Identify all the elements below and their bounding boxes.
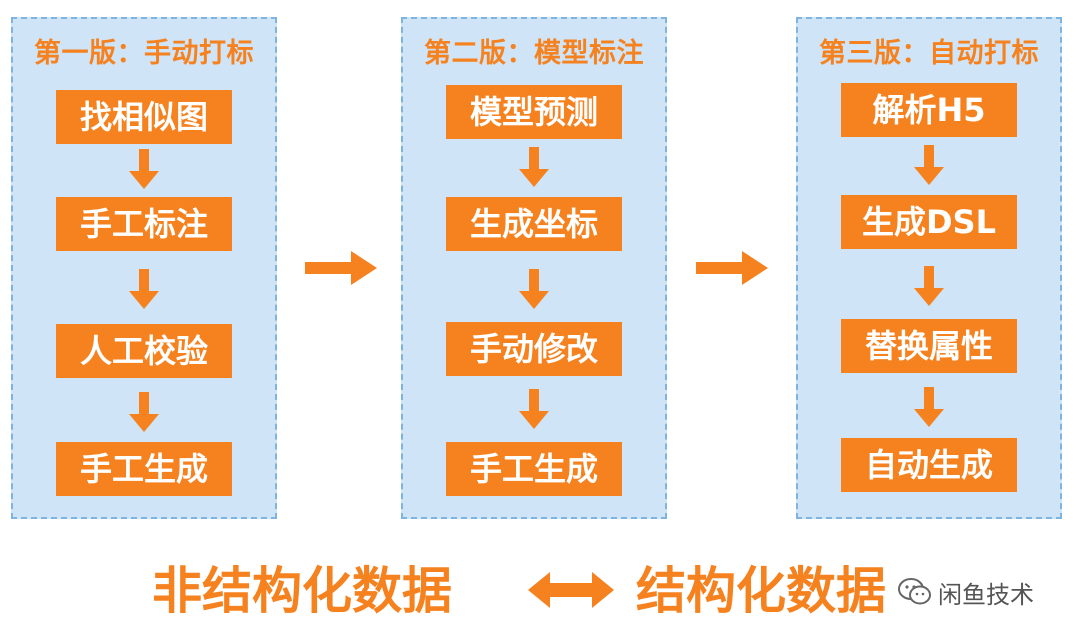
panel-version-2: 第二版：模型标注 模型预测 生成坐标 手动修改 手工生成 <box>401 17 667 519</box>
down-arrow-icon <box>129 392 159 432</box>
panel-version-1: 第一版：手动打标 找相似图 手工标注 人工校验 手工生成 <box>11 17 277 519</box>
down-arrow-icon <box>129 269 159 309</box>
step-box: 手工生成 <box>446 442 622 496</box>
watermark: 闲鱼技术 <box>898 574 1034 610</box>
panel-title: 第三版：自动打标 <box>819 38 1039 69</box>
right-arrow-icon <box>696 251 768 285</box>
panel-version-3: 第三版：自动打标 解析H5 生成DSL 替换属性 自动生成 <box>796 17 1062 519</box>
watermark-text: 闲鱼技术 <box>938 580 1034 609</box>
step-box: 模型预测 <box>446 85 622 139</box>
step-box: 手工标注 <box>56 197 232 251</box>
wechat-icon <box>898 578 931 605</box>
unstructured-data-label: 非结构化数据 <box>152 562 452 620</box>
structured-data-label: 结构化数据 <box>636 562 886 620</box>
step-box: 手工生成 <box>56 442 232 496</box>
down-arrow-icon <box>519 269 549 309</box>
down-arrow-icon <box>519 147 549 187</box>
step-box: 手动修改 <box>446 322 622 376</box>
step-box: 生成坐标 <box>446 197 622 251</box>
down-arrow-icon <box>914 266 944 306</box>
step-box: 自动生成 <box>841 438 1017 492</box>
down-arrow-icon <box>519 389 549 429</box>
double-arrow-icon <box>528 572 614 608</box>
step-box: 解析H5 <box>841 83 1017 137</box>
right-arrow-icon <box>305 251 377 285</box>
panel-title: 第二版：模型标注 <box>424 38 644 69</box>
down-arrow-icon <box>914 387 944 427</box>
step-box: 找相似图 <box>56 90 232 144</box>
down-arrow-icon <box>914 145 944 185</box>
step-box: 人工校验 <box>56 324 232 378</box>
step-box: 生成DSL <box>841 195 1017 249</box>
down-arrow-icon <box>129 149 159 189</box>
panel-title: 第一版：手动打标 <box>34 38 254 69</box>
step-box: 替换属性 <box>841 319 1017 373</box>
